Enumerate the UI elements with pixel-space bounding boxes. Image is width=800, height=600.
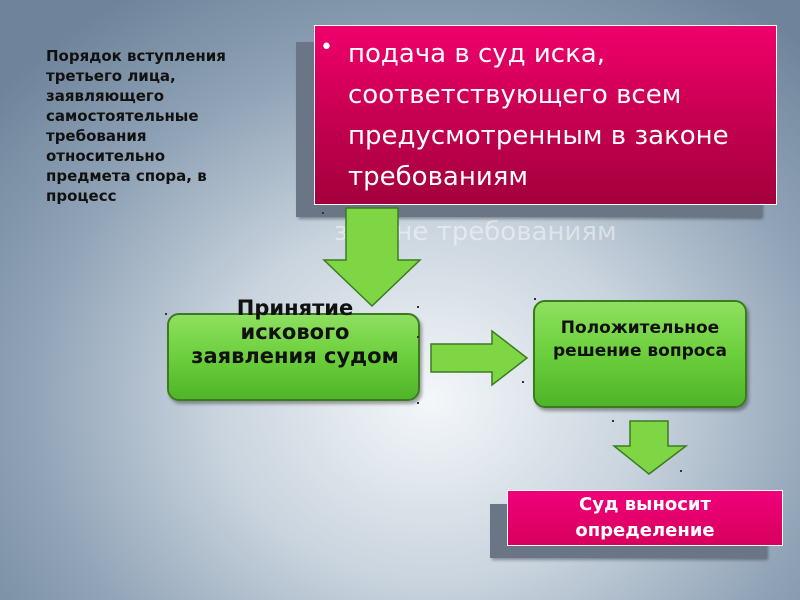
acceptance-step-box — [167, 313, 420, 401]
positive-decision-text: Положительное решение вопроса — [553, 318, 727, 361]
caption-line: требования — [46, 127, 147, 145]
caption-line: Порядок вступления — [46, 47, 226, 65]
caption-line: процесс — [46, 187, 117, 205]
caption-line: заявляющего — [46, 87, 165, 105]
caption-line: самостоятельные — [46, 107, 199, 125]
bullet-icon: • — [320, 35, 333, 60]
acceptance-step-text: Принятие искового заявления судом — [191, 296, 399, 368]
handle-dot — [165, 313, 167, 315]
result-box — [507, 490, 783, 546]
positive-decision-box — [533, 300, 747, 408]
handle-dot — [417, 402, 419, 404]
handle-dot — [680, 470, 682, 472]
handle-dot — [534, 298, 536, 300]
filing-step-box — [314, 25, 777, 205]
caption-line: относительно — [46, 147, 166, 165]
handle-dot — [417, 336, 419, 338]
handle-dot — [612, 420, 614, 422]
result-text: Суд выносит определение — [575, 494, 715, 541]
caption-line: третьего лица, — [46, 67, 176, 85]
arrow-down-icon — [611, 420, 689, 475]
handle-dot — [322, 212, 324, 214]
arrow-right-icon — [430, 329, 529, 387]
arrow-down-icon — [322, 207, 422, 308]
filing-step-text: подача в суд иска, соответствующего всем… — [348, 39, 729, 192]
handle-dot — [522, 381, 524, 383]
caption-line: предмета спора, в — [46, 167, 207, 185]
handle-dot — [417, 306, 419, 308]
diagram-caption: Порядок вступления третьего лица, заявля… — [46, 46, 296, 206]
